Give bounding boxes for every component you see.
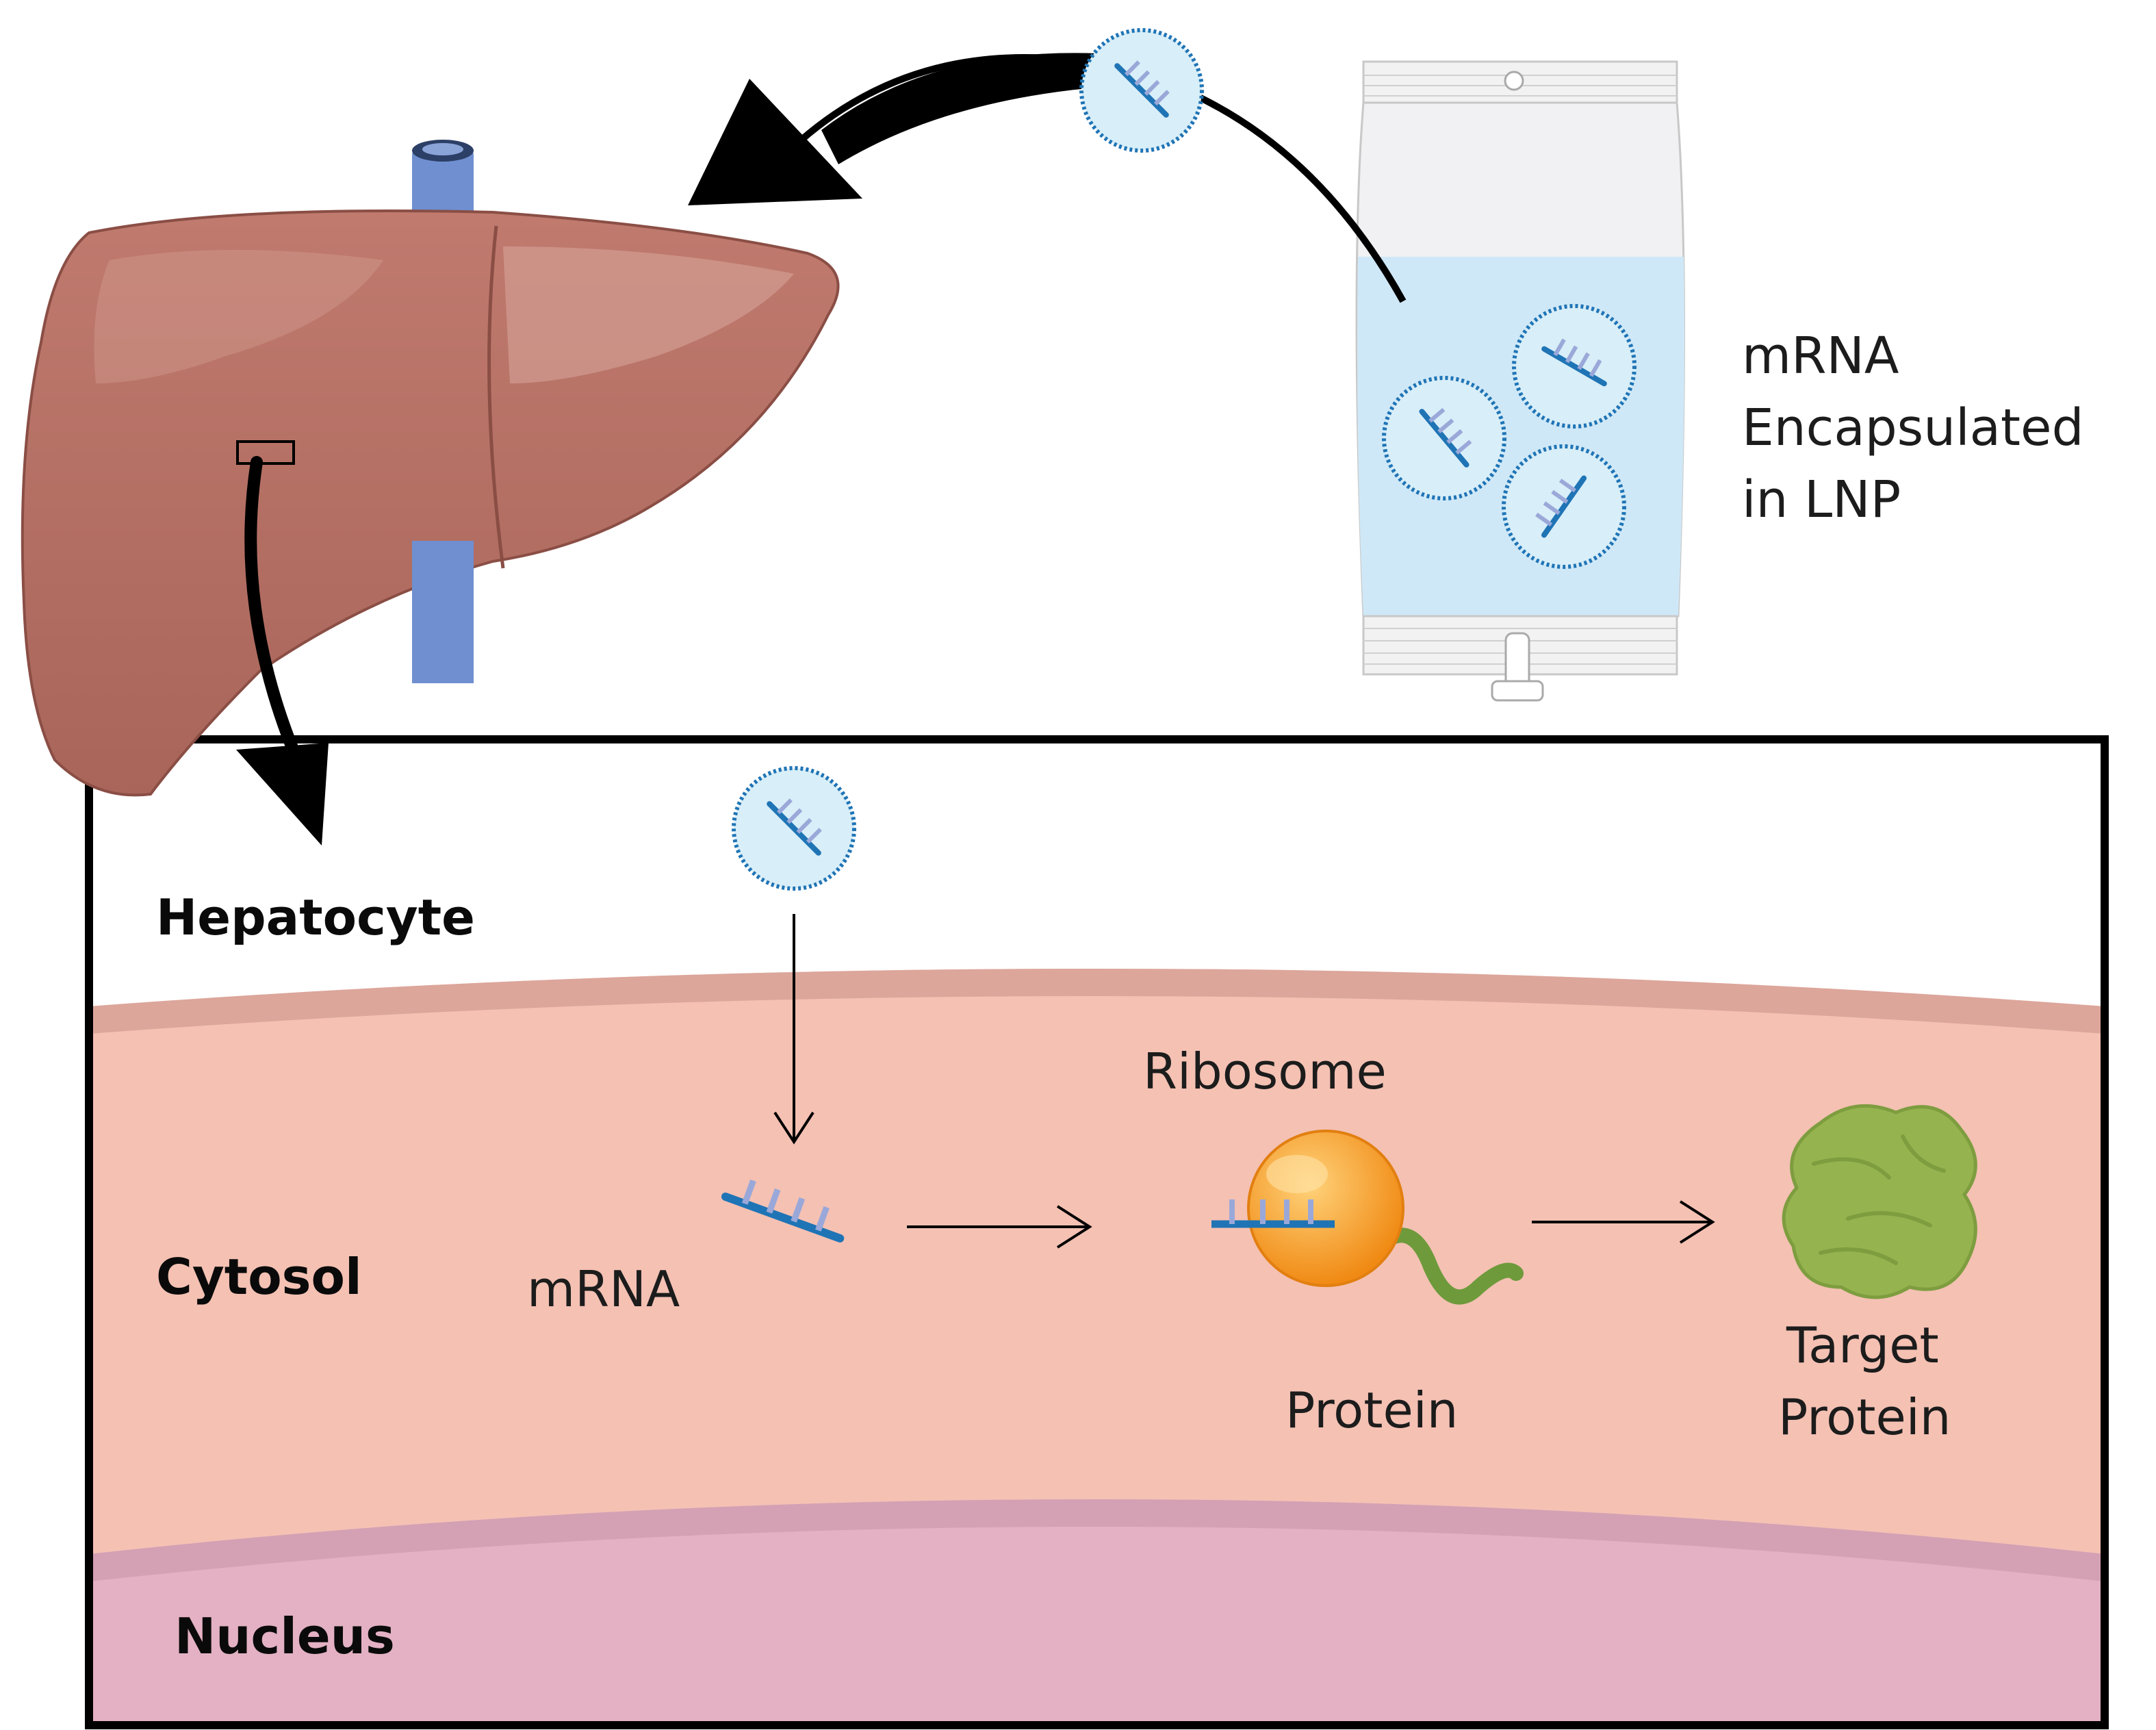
cytosol-label: Cytosol [156,1248,362,1306]
target-protein-label-line2: Protein [1778,1388,1951,1446]
hepatocyte-frame [85,735,2109,1729]
zoom-arrow [236,456,329,845]
mrna-base [815,1206,830,1232]
liver-organ [21,140,840,797]
free-mrna [721,1179,845,1243]
zoom-indicator-box [236,440,295,465]
cell-membrane [89,969,2105,1034]
delivery-arrow-thick-shaft [821,53,1122,164]
lnp-mrna [1114,60,1170,118]
target-protein-body [1782,1104,1977,1299]
vena-cava-lower [412,541,474,683]
zoom-arrow-head [236,743,329,845]
ribosome-label: Ribosome [1143,1043,1387,1100]
hepatocyte-label: Hepatocyte [156,889,475,946]
folding-arrow [1532,1200,1715,1244]
lnp-icon [1512,304,1637,429]
target-protein-label-line1: Target [1786,1316,1939,1374]
lnp-in-transit [732,28,1204,891]
mrna-base [741,1179,756,1205]
delivery-arrow-head [688,79,862,205]
lnp-mrna [1419,407,1472,468]
lnp-mrna [1535,475,1587,538]
zoom-arrow-shaft [244,456,311,783]
mrna-base [766,1188,781,1214]
translation-arrow [907,1205,1092,1249]
mrna-strand [721,1193,845,1243]
protein-chain [1365,1227,1524,1305]
mrna-label: mRNA [527,1260,680,1318]
liver-lobe-highlight [503,246,794,383]
hepatocyte-panel [85,735,2109,1729]
lnp-label-line3: in LNP [1742,470,1901,529]
uptake-arrow [773,914,814,1145]
protein-label: Protein [1285,1382,1458,1439]
nucleus-region [89,1499,2105,1725]
lnp-icon [1502,444,1626,569]
nucleus-label: Nucleus [175,1607,395,1665]
lnp-label-line2: Encapsulated [1742,398,2084,457]
lnp-particles [1382,304,1637,569]
ribosome [1211,1130,1524,1305]
lnp-label-line1: mRNA [1742,327,1899,385]
bag-hanger-hole [1504,71,1524,91]
mrna-base [791,1197,806,1223]
lnp-icon [1079,28,1204,153]
lnp-mrna [767,798,822,856]
uptake-arrow-head [773,1111,814,1145]
nuclear-membrane [89,1499,2105,1581]
target-protein [1782,1104,1977,1299]
lnp-icon [732,766,856,891]
liver-lobe-division [487,225,505,569]
vena-cava-lumen [422,143,463,155]
liver-left-highlight [94,250,383,383]
lnp-icon [1382,376,1506,500]
lnp-mrna [1541,338,1607,387]
